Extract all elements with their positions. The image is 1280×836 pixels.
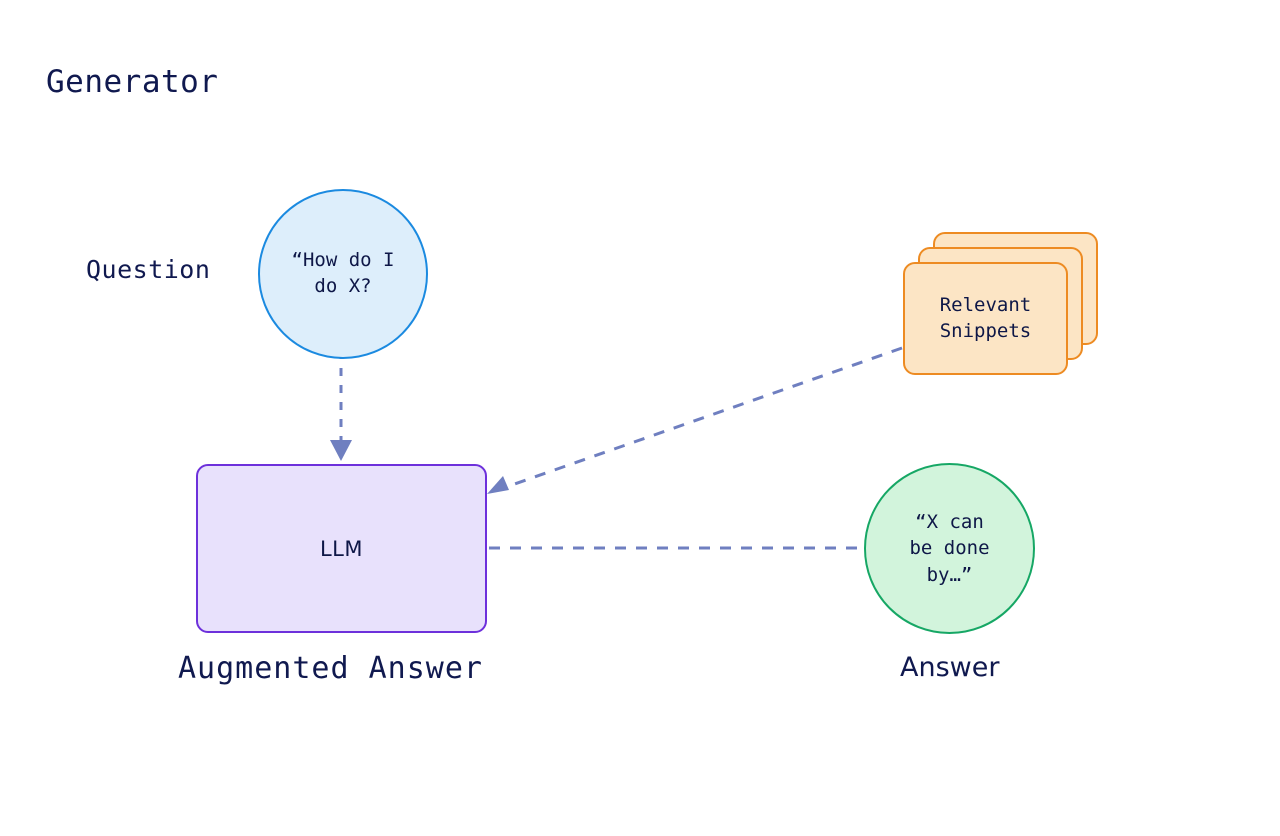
answer-label: Answer xyxy=(900,652,1000,683)
diagram-title: Generator xyxy=(46,64,219,100)
node-relevant-snippets[interactable]: Relevant Snippets xyxy=(903,232,1098,375)
question-node-text: “How do I do X? xyxy=(291,248,395,297)
question-label: Question xyxy=(86,255,211,284)
node-question[interactable]: “How do I do X? xyxy=(258,189,428,359)
edge-llm-to-answer xyxy=(489,538,888,558)
augmented-answer-label: Augmented Answer xyxy=(178,651,483,686)
node-llm[interactable]: LLM xyxy=(196,464,487,633)
snippets-node-text: Relevant Snippets xyxy=(939,293,1032,342)
edge-snippets-to-llm xyxy=(487,346,903,494)
llm-node-text: LLM xyxy=(319,536,364,561)
answer-node-text: “X can be done by…” xyxy=(909,511,990,586)
snippet-card-front[interactable]: Relevant Snippets xyxy=(903,262,1068,375)
node-answer[interactable]: “X can be done by…” xyxy=(864,463,1035,634)
